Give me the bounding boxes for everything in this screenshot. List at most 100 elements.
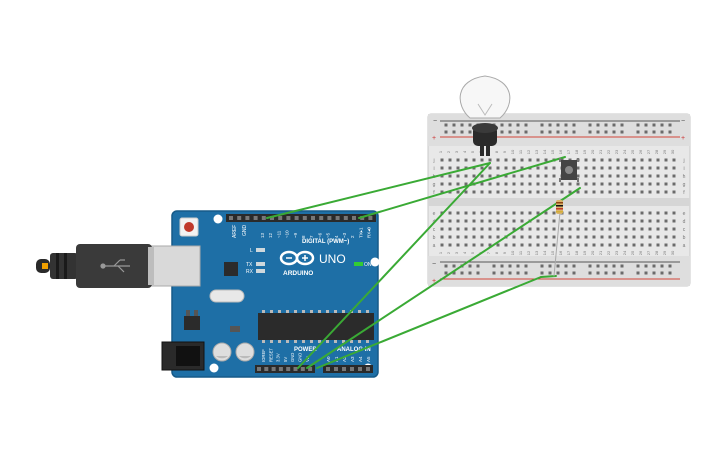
breadboard-hole[interactable] [672, 235, 676, 239]
rail-hole[interactable] [644, 271, 648, 275]
wire-pin3-to-button[interactable] [358, 156, 566, 219]
breadboard-hole[interactable] [672, 174, 676, 178]
header-pin[interactable] [286, 367, 291, 371]
power-header[interactable] [255, 365, 315, 373]
breadboard-hole[interactable] [440, 227, 444, 231]
breadboard-hole[interactable] [640, 190, 644, 194]
breadboard-hole[interactable] [568, 182, 572, 186]
breadboard-hole[interactable] [656, 190, 660, 194]
breadboard-hole[interactable] [536, 190, 540, 194]
breadboard-hole[interactable] [480, 219, 484, 223]
header-pin[interactable] [286, 216, 291, 220]
breadboard-hole[interactable] [536, 235, 540, 239]
breadboard-hole[interactable] [472, 166, 476, 170]
breadboard-hole[interactable] [592, 182, 596, 186]
breadboard-hole[interactable] [544, 235, 548, 239]
breadboard-hole[interactable] [472, 211, 476, 215]
rail-hole[interactable] [620, 130, 624, 134]
breadboard-hole[interactable] [520, 190, 524, 194]
breadboard-hole[interactable] [672, 211, 676, 215]
breadboard-hole[interactable] [480, 190, 484, 194]
breadboard-hole[interactable] [472, 227, 476, 231]
rail-hole[interactable] [476, 271, 480, 275]
breadboard-hole[interactable] [616, 243, 620, 247]
header-pin[interactable] [311, 216, 315, 220]
rail-hole[interactable] [548, 130, 552, 134]
light-bulb-icon[interactable] [459, 75, 511, 156]
breadboard-hole[interactable] [576, 243, 580, 247]
wire-5v-to-bulb[interactable] [297, 162, 491, 369]
rail-hole[interactable] [540, 123, 544, 127]
breadboard-hole[interactable] [664, 166, 668, 170]
rail-hole[interactable] [444, 271, 448, 275]
resistor-icon[interactable] [556, 200, 563, 214]
breadboard-hole[interactable] [600, 211, 604, 215]
breadboard-hole[interactable] [584, 166, 588, 170]
breadboard-hole[interactable] [464, 174, 468, 178]
header-pin[interactable] [350, 367, 354, 371]
breadboard-hole[interactable] [464, 182, 468, 186]
breadboard-hole[interactable] [560, 235, 564, 239]
breadboard-hole[interactable] [528, 211, 532, 215]
breadboard-hole[interactable] [440, 243, 444, 247]
breadboard-hole[interactable] [496, 190, 500, 194]
breadboard-hole[interactable] [568, 235, 572, 239]
rail-hole[interactable] [652, 264, 656, 268]
rail-hole[interactable] [588, 123, 592, 127]
rail-hole[interactable] [524, 264, 528, 268]
header-pin[interactable] [229, 216, 233, 220]
breadboard-hole[interactable] [648, 190, 652, 194]
rail-hole[interactable] [612, 123, 616, 127]
breadboard-hole[interactable] [448, 174, 452, 178]
breadboard-hole[interactable] [488, 235, 492, 239]
breadboard-hole[interactable] [560, 243, 564, 247]
breadboard-hole[interactable] [512, 227, 516, 231]
breadboard-hole[interactable] [536, 227, 540, 231]
breadboard-hole[interactable] [672, 166, 676, 170]
header-pin[interactable] [334, 367, 338, 371]
rail-hole[interactable] [604, 123, 608, 127]
breadboard-hole[interactable] [504, 190, 508, 194]
breadboard-hole[interactable] [568, 190, 572, 194]
breadboard-hole[interactable] [608, 211, 612, 215]
breadboard-hole[interactable] [640, 235, 644, 239]
breadboard-hole[interactable] [496, 235, 500, 239]
rail-hole[interactable] [564, 264, 568, 268]
rail-hole[interactable] [644, 123, 648, 127]
rail-hole[interactable] [636, 271, 640, 275]
breadboard-hole[interactable] [672, 219, 676, 223]
header-pin[interactable] [327, 216, 332, 220]
breadboard-hole[interactable] [528, 235, 532, 239]
breadboard-hole[interactable] [488, 166, 492, 170]
breadboard-hole[interactable] [656, 174, 660, 178]
breadboard-hole[interactable] [496, 158, 500, 162]
breadboard-hole[interactable] [528, 174, 532, 178]
breadboard-hole[interactable] [640, 227, 644, 231]
breadboard-hole[interactable] [456, 235, 460, 239]
breadboard-hole[interactable] [552, 166, 556, 170]
breadboard-hole[interactable] [464, 235, 468, 239]
breadboard-hole[interactable] [624, 166, 628, 170]
breadboard-hole[interactable] [456, 211, 460, 215]
rail-hole[interactable] [548, 123, 552, 127]
breadboard-hole[interactable] [640, 174, 644, 178]
breadboard-hole[interactable] [464, 158, 468, 162]
breadboard-hole[interactable] [480, 243, 484, 247]
breadboard-hole[interactable] [480, 182, 484, 186]
breadboard-hole[interactable] [456, 166, 460, 170]
breadboard-hole[interactable] [576, 219, 580, 223]
breadboard-hole[interactable] [504, 227, 508, 231]
rail-hole[interactable] [468, 264, 472, 268]
breadboard-hole[interactable] [488, 243, 492, 247]
header-pin[interactable] [319, 216, 324, 220]
breadboard-hole[interactable] [672, 243, 676, 247]
wire-gnd-to-rail[interactable] [316, 276, 542, 369]
rail-hole[interactable] [548, 271, 552, 275]
breadboard-hole[interactable] [592, 190, 596, 194]
rail-hole[interactable] [492, 271, 496, 275]
rail-hole[interactable] [452, 264, 456, 268]
breadboard-hole[interactable] [560, 219, 564, 223]
breadboard-hole[interactable] [552, 190, 556, 194]
rail-hole[interactable] [556, 123, 560, 127]
